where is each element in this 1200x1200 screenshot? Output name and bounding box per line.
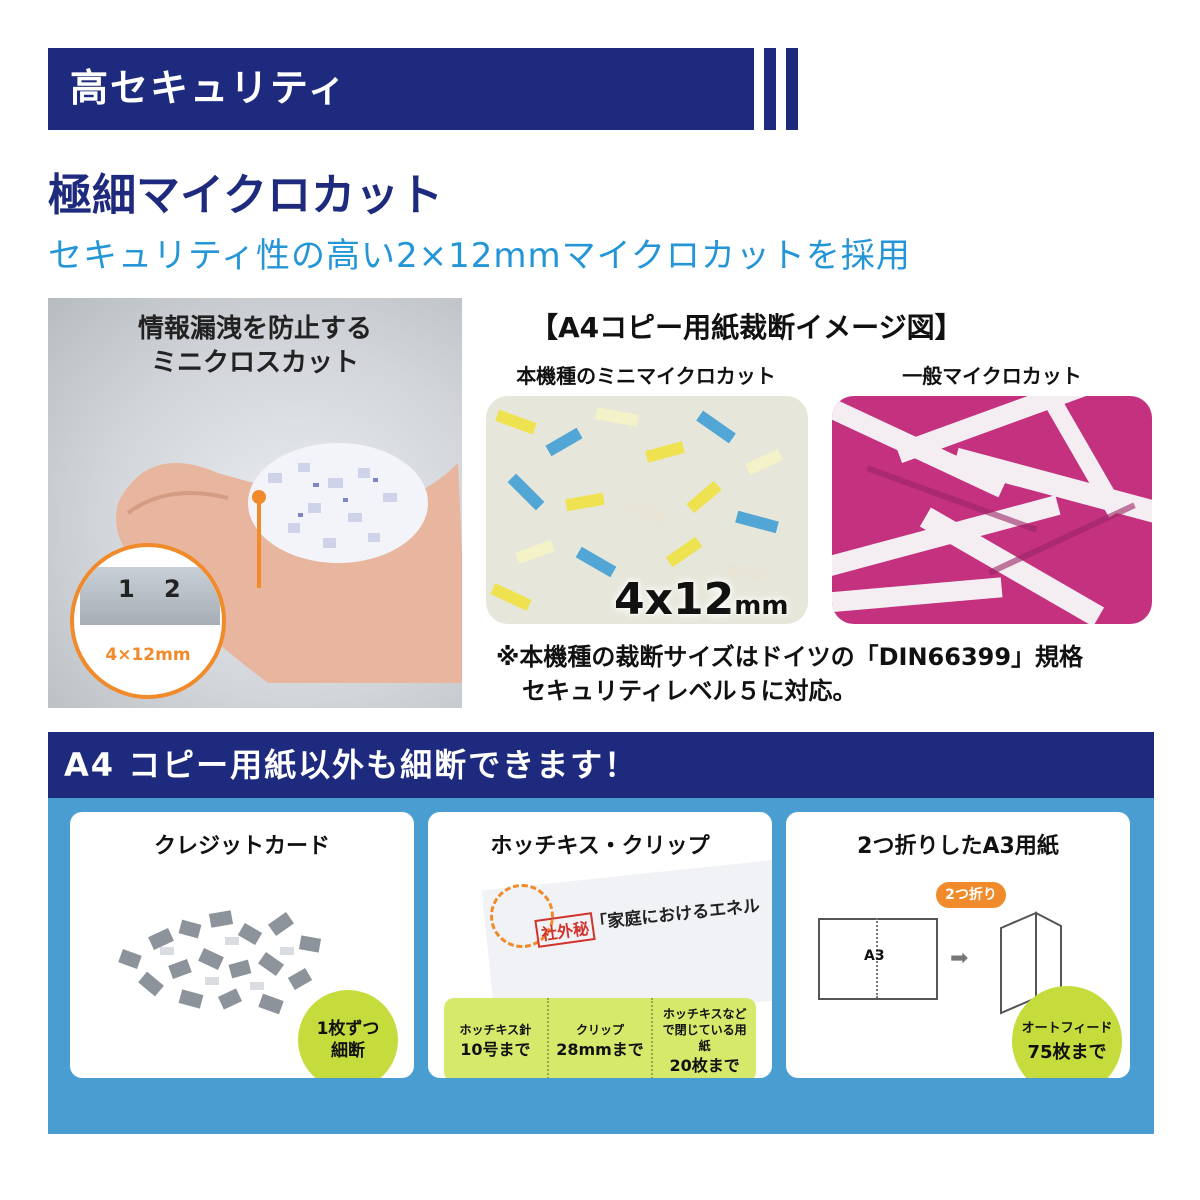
a3-label: A3 — [864, 948, 885, 964]
shredded-cards-image — [118, 910, 322, 1015]
ruler-image — [80, 567, 220, 625]
hand-photo: 情報漏洩を防止する ミニクロスカット 1 2 4×12mm — [48, 298, 462, 708]
a3-paper-card: 2つ折りしたA3用紙 A3 ➡ 2つ折り オートフィード 75枚まで — [786, 812, 1130, 1078]
stapler-clip-card: ホッチキス・クリップ 社外秘 「家庭におけるエネル ホッチキス針 10号まで ク… — [428, 812, 772, 1078]
folded-sheet — [1000, 911, 1062, 1015]
card-title: ホッチキス・クリップ — [490, 834, 710, 859]
fold-line — [876, 918, 878, 998]
ruler-closeup: 1 2 4×12mm — [70, 543, 226, 699]
strip-shreds — [832, 396, 1152, 624]
staple-capacity: ホッチキス針 10号まで — [459, 1023, 532, 1059]
leader-line — [257, 498, 261, 588]
header-stripe — [764, 48, 776, 130]
header-bar — [48, 48, 754, 130]
leader-dot — [252, 490, 266, 504]
credit-card-card: クレジットカード 1枚ずつ 細断 — [70, 812, 414, 1078]
mini-micro-cut-image: 4x12mm — [486, 396, 808, 624]
photo-caption: 情報漏洩を防止する ミニクロスカット — [137, 314, 372, 378]
ruler-number: 1 — [118, 575, 135, 603]
din-note: ※本機種の裁断サイズはドイツの「DIN66399」規格 — [496, 643, 1084, 671]
header-title: 高セキュリティ — [70, 66, 348, 110]
cut-size-value: 4x12mm — [614, 574, 789, 624]
a3-sheet — [818, 918, 938, 1000]
ruler-number: 2 — [164, 575, 181, 603]
stapled-paper-capacity: ホッチキスなどで閉じている用紙 20枚まで — [651, 998, 756, 1078]
other-media-title: A4 コピー用紙以外も細断できます！ — [64, 746, 639, 784]
card-title: クレジットカード — [153, 834, 330, 859]
fold-bubble: 2つ折り — [936, 882, 1006, 908]
confetti-shreds — [490, 407, 783, 611]
security-level-note: セキュリティレベル５に対応。 — [522, 677, 857, 705]
header-stripe — [786, 48, 798, 130]
staple-highlight — [490, 884, 554, 948]
arrow-icon: ➡ — [950, 946, 969, 971]
size-label: 4×12mm — [105, 645, 191, 665]
other-media-banner — [48, 732, 1154, 798]
capacity-strip: ホッチキス針 10号まで クリップ 28mmまで ホッチキスなどで閉じている用紙… — [444, 998, 756, 1078]
mini-micro-cut-label: 本機種のミニマイクロカット — [516, 364, 776, 388]
auto-feed-badge: オートフィード 75枚まで — [1012, 986, 1122, 1078]
general-micro-cut-label: 一般マイクロカット — [902, 364, 1082, 388]
section-title: 極細マイクロカット — [48, 170, 444, 221]
general-micro-cut-image — [832, 396, 1152, 624]
card-badge: 1枚ずつ 細断 — [298, 990, 398, 1078]
card-title: 2つ折りしたA3用紙 — [857, 834, 1059, 859]
clip-capacity: クリップ 28mmまで — [546, 998, 652, 1078]
section-subtitle: セキュリティ性の高い2×12mmマイクロカットを採用 — [48, 236, 911, 276]
comparison-title: 【A4コピー用紙裁断イメージ図】 — [530, 311, 963, 344]
